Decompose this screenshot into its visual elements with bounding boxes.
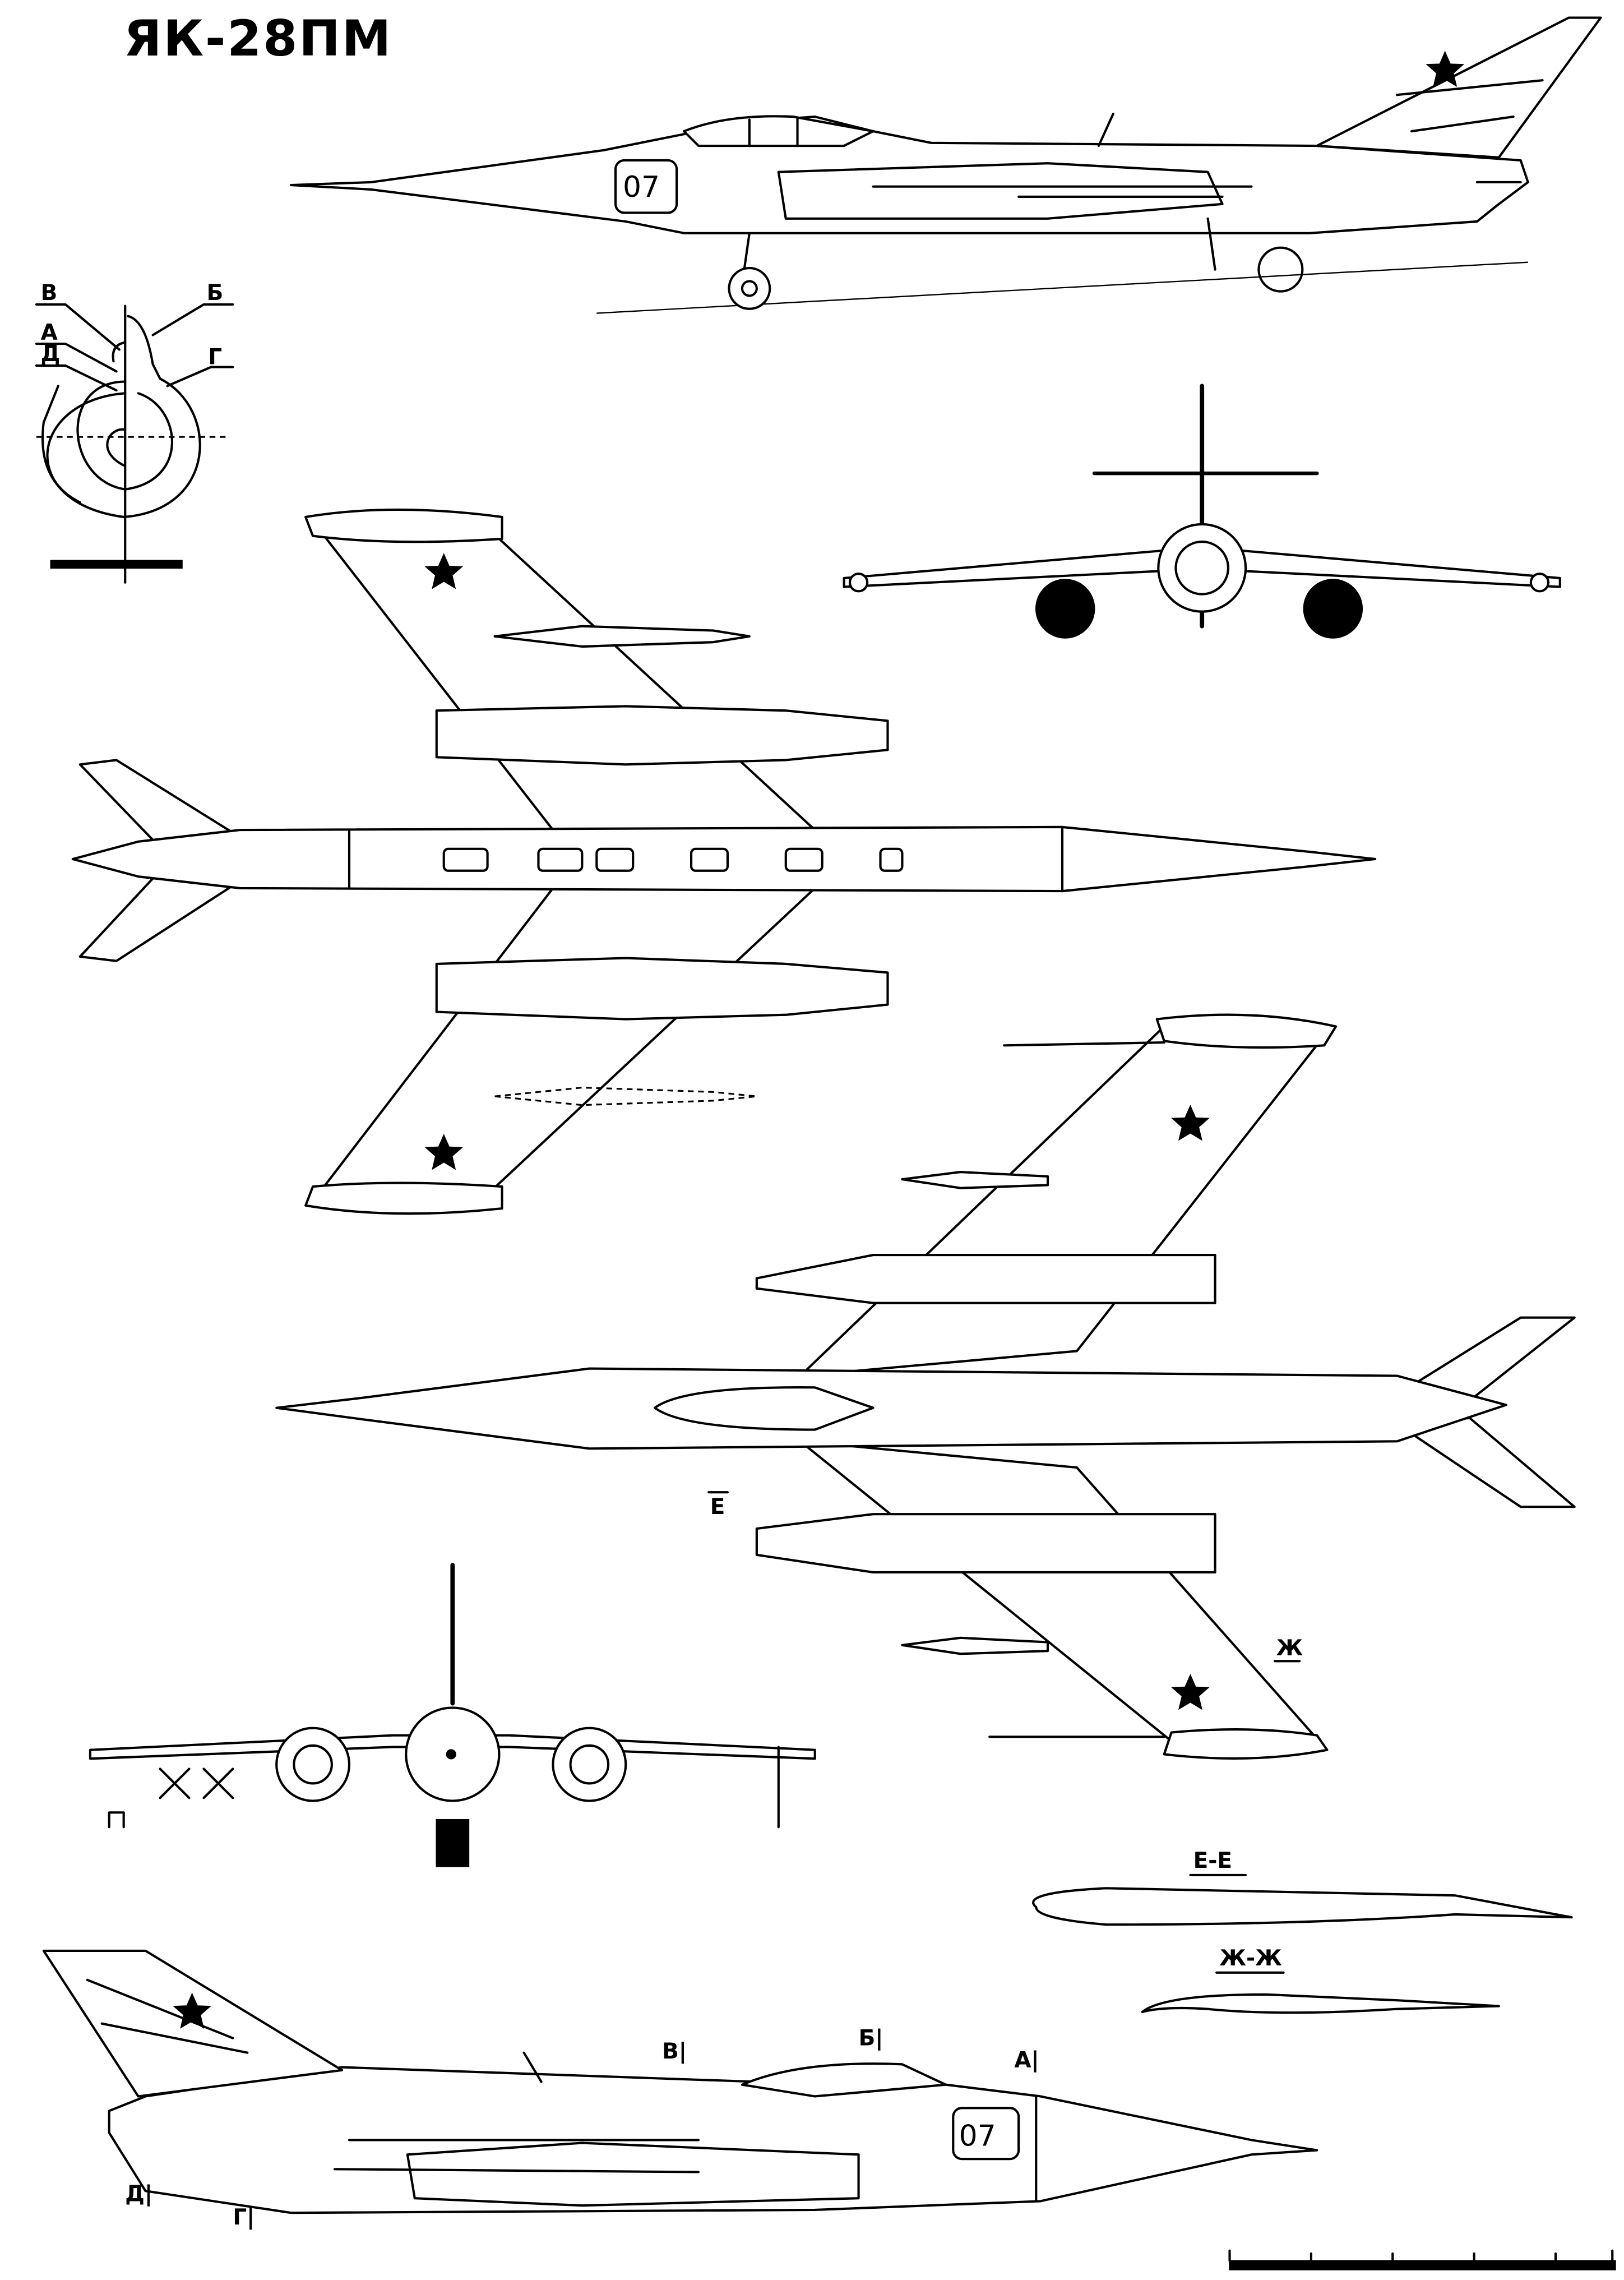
vertical-fin xyxy=(42,1949,344,2098)
missile-lower xyxy=(901,1636,1049,1655)
nacelle-upper xyxy=(435,705,889,766)
plan-view-top xyxy=(71,508,1377,1215)
nose-gear xyxy=(436,1819,470,1867)
wing-lower xyxy=(312,887,816,1203)
engine-nacelle xyxy=(406,2141,860,2207)
section-label-a: А xyxy=(41,320,58,345)
engine-left xyxy=(275,1727,351,1802)
airfoil-label-zh: Ж-Ж xyxy=(1219,1946,1282,1971)
nacelle-lower xyxy=(435,957,889,1021)
cockpit-canopy xyxy=(654,1386,875,1431)
wing-upper xyxy=(799,1025,1333,1377)
station-label-a: А| xyxy=(1014,2048,1039,2073)
engine-intake-left xyxy=(1035,579,1095,639)
airfoil-sections: Е-Е Ж-Ж xyxy=(1032,1848,1573,2014)
front-view-bottom xyxy=(89,1563,816,1867)
fuselage-front xyxy=(1157,523,1247,613)
section-label-g: Г xyxy=(208,344,222,370)
aircraft-number: 07 xyxy=(623,170,660,204)
station-label-d: Д| xyxy=(125,2181,152,2207)
side-view-bottom: 07 В| Б| А| Д| Г| xyxy=(42,1949,1318,2230)
section-mark-zh: Ж xyxy=(1276,1636,1303,1661)
airfoil-zh-zh xyxy=(1141,1993,1500,2014)
canopy xyxy=(741,2062,947,2098)
engine-nacelle xyxy=(777,162,1224,220)
number-box xyxy=(614,159,678,214)
drawing-title: ЯК-28ПМ xyxy=(124,10,392,67)
missile-upper xyxy=(493,625,751,648)
engine-right xyxy=(552,1727,627,1802)
wing-upper xyxy=(312,520,816,832)
station-label-v: В| xyxy=(662,2039,687,2064)
front-view-top xyxy=(843,384,1561,639)
number-box xyxy=(952,2107,1020,2161)
station-label-b: Б| xyxy=(859,2026,883,2051)
airfoil-e-e xyxy=(1032,1887,1573,1926)
fuselage-plan xyxy=(275,1367,1507,1450)
airfoil-label-e: Е-Е xyxy=(1193,1848,1232,1873)
nacelle-upper xyxy=(755,1253,1216,1304)
scale-bar-small xyxy=(50,560,183,569)
side-view-top: 07 xyxy=(290,16,1602,314)
section-label-b: Б xyxy=(207,280,224,306)
section-label-d: Д xyxy=(41,341,61,367)
aircraft-number-bottom: 07 xyxy=(959,2120,996,2153)
fuselage-cross-section: В Б А Д Г xyxy=(35,280,234,584)
section-mark-e: Е xyxy=(710,1494,725,1520)
engine-intake-right xyxy=(1303,579,1363,639)
section-label-v: В xyxy=(41,280,58,306)
canopy xyxy=(682,115,875,147)
scale-bar-large xyxy=(1228,2249,1616,2270)
station-label-g: Г| xyxy=(233,2205,255,2230)
fuselage-plan xyxy=(71,825,1377,893)
main-gear-wheel xyxy=(728,266,771,310)
nacelle-lower xyxy=(755,1513,1216,1574)
plan-view-bottom: Е Ж xyxy=(275,1013,1576,1760)
wing-lower xyxy=(799,1440,1326,1748)
missile-upper xyxy=(901,1171,1049,1189)
